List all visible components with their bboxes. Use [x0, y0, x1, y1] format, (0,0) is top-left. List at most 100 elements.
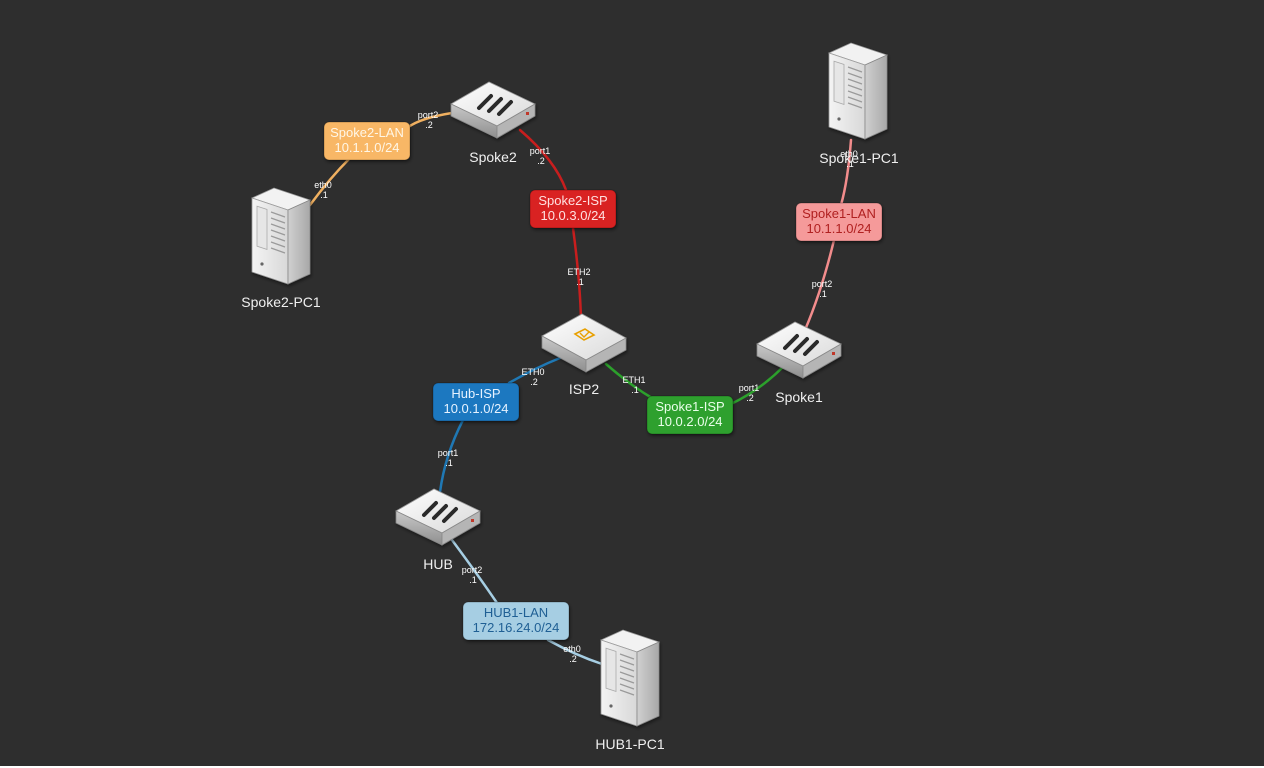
device-isp2[interactable]	[541, 313, 627, 373]
ip-suffix-label: .1	[631, 385, 639, 395]
network-subnet: 10.1.1.0/24	[334, 140, 399, 155]
ip-suffix-label: .1	[846, 159, 854, 169]
bottom-border	[0, 766, 1264, 768]
power-button-icon	[609, 704, 613, 708]
power-button-icon	[260, 262, 264, 266]
port-label: port2	[462, 565, 483, 575]
server-vent	[847, 102, 863, 109]
port-label: port1	[438, 448, 459, 458]
firewall-logo-bar	[497, 100, 513, 116]
server-vent	[619, 659, 635, 666]
network-name: Spoke1-LAN	[802, 206, 876, 221]
status-led	[471, 519, 474, 522]
network-subnet: 10.0.2.0/24	[657, 414, 722, 429]
router-logo-icon	[573, 328, 596, 341]
ip-suffix-label: .2	[569, 654, 577, 664]
network-subnet: 10.0.1.0/24	[443, 401, 508, 416]
firewall-logo-bar	[422, 501, 438, 517]
firewall-right-face	[441, 510, 481, 546]
device-spoke1[interactable]	[756, 321, 842, 379]
port-label: eth0	[563, 644, 581, 654]
server-vent	[270, 211, 286, 218]
ip-suffix-label: .1	[576, 277, 584, 287]
ip-suffix-label: .1	[819, 289, 827, 299]
device-label-spoke2-pc1: Spoke2-PC1	[241, 294, 321, 310]
ip-suffix-label: .1	[445, 458, 453, 468]
server-vent	[619, 653, 635, 660]
network-box	[323, 121, 411, 161]
server-vent	[619, 683, 635, 690]
link-isp2-spoke1-isp[interactable]	[604, 362, 654, 400]
server-vent	[270, 235, 286, 242]
power-button-icon	[837, 117, 841, 121]
status-led	[832, 352, 835, 355]
device-label-hub1-pc1: HUB1-PC1	[595, 736, 664, 752]
port-label: port1	[739, 383, 760, 393]
ip-suffix-label: .2	[746, 393, 754, 403]
port-label: ETH2	[567, 267, 590, 277]
link-spoke2-lan-spoke2-pc1[interactable]	[308, 156, 352, 207]
device-hub1-pc1[interactable]	[599, 629, 661, 727]
ip-suffix-label: .2	[537, 156, 545, 166]
port-label: eth0	[840, 149, 858, 159]
server-vent	[847, 96, 863, 103]
device-spoke2-pc1[interactable]	[250, 187, 312, 285]
server-side-face	[864, 54, 888, 140]
firewall-logo-bar	[477, 94, 493, 110]
firewall-right-face	[496, 103, 536, 139]
link-spoke1-lan-spoke1[interactable]	[803, 238, 836, 332]
status-led	[526, 112, 529, 115]
ip-suffix-label: .1	[320, 190, 328, 200]
link-spoke1-pc1-spoke1-lan[interactable]	[839, 138, 853, 207]
port-label: eth0	[314, 180, 332, 190]
device-spoke2[interactable]	[450, 81, 536, 139]
network-box	[462, 601, 570, 641]
server-vent	[619, 671, 635, 678]
port-label: ETH0	[521, 367, 544, 377]
network-box	[529, 189, 617, 229]
firewall-logo-bar	[793, 337, 809, 353]
ip-suffix-label: .1	[469, 575, 477, 585]
ip-suffix-label: .2	[425, 120, 433, 130]
server-vent	[619, 665, 635, 672]
link-hub-isp-hub[interactable]	[438, 418, 465, 494]
port-label: port2	[812, 279, 833, 289]
server-vent	[847, 78, 863, 85]
device-hub[interactable]	[395, 488, 481, 546]
device-spoke1-pc1[interactable]	[827, 42, 889, 140]
device-label-isp2: ISP2	[569, 381, 600, 397]
port-label: ETH1	[622, 375, 645, 385]
network-subnet: 10.1.1.0/24	[806, 221, 871, 236]
port-label: port2	[418, 110, 439, 120]
link-spoke2-spoke2-isp[interactable]	[518, 128, 568, 192]
server-vent	[270, 223, 286, 230]
network-name: Spoke1-ISP	[655, 399, 724, 414]
ip-suffix-label: .2	[530, 377, 538, 387]
server-vent	[847, 72, 863, 79]
server-side-face	[636, 641, 660, 727]
firewall-logo-bar	[487, 97, 503, 113]
server-vent	[619, 689, 635, 696]
link-spoke1-isp-spoke1[interactable]	[729, 365, 785, 406]
server-vent	[270, 229, 286, 236]
server-vent	[270, 217, 286, 224]
server-vent	[270, 247, 286, 254]
link-hub-hub1-lan[interactable]	[450, 538, 499, 605]
network-name: Spoke2-LAN	[330, 125, 404, 140]
link-isp2-hub-isp[interactable]	[507, 356, 562, 385]
link-hub1-lan-hub1-pc1[interactable]	[546, 638, 604, 666]
network-name: Hub-ISP	[451, 386, 500, 401]
network-name: Spoke2-ISP	[538, 193, 607, 208]
server-drive-bay	[256, 205, 268, 250]
link-spoke2-isp-isp2[interactable]	[571, 226, 583, 322]
network-subnet: 10.0.3.0/24	[540, 208, 605, 223]
server-drive-bay	[605, 647, 617, 692]
device-label-spoke2: Spoke2	[469, 149, 517, 165]
device-label-spoke1-pc1: Spoke1-PC1	[819, 150, 899, 166]
